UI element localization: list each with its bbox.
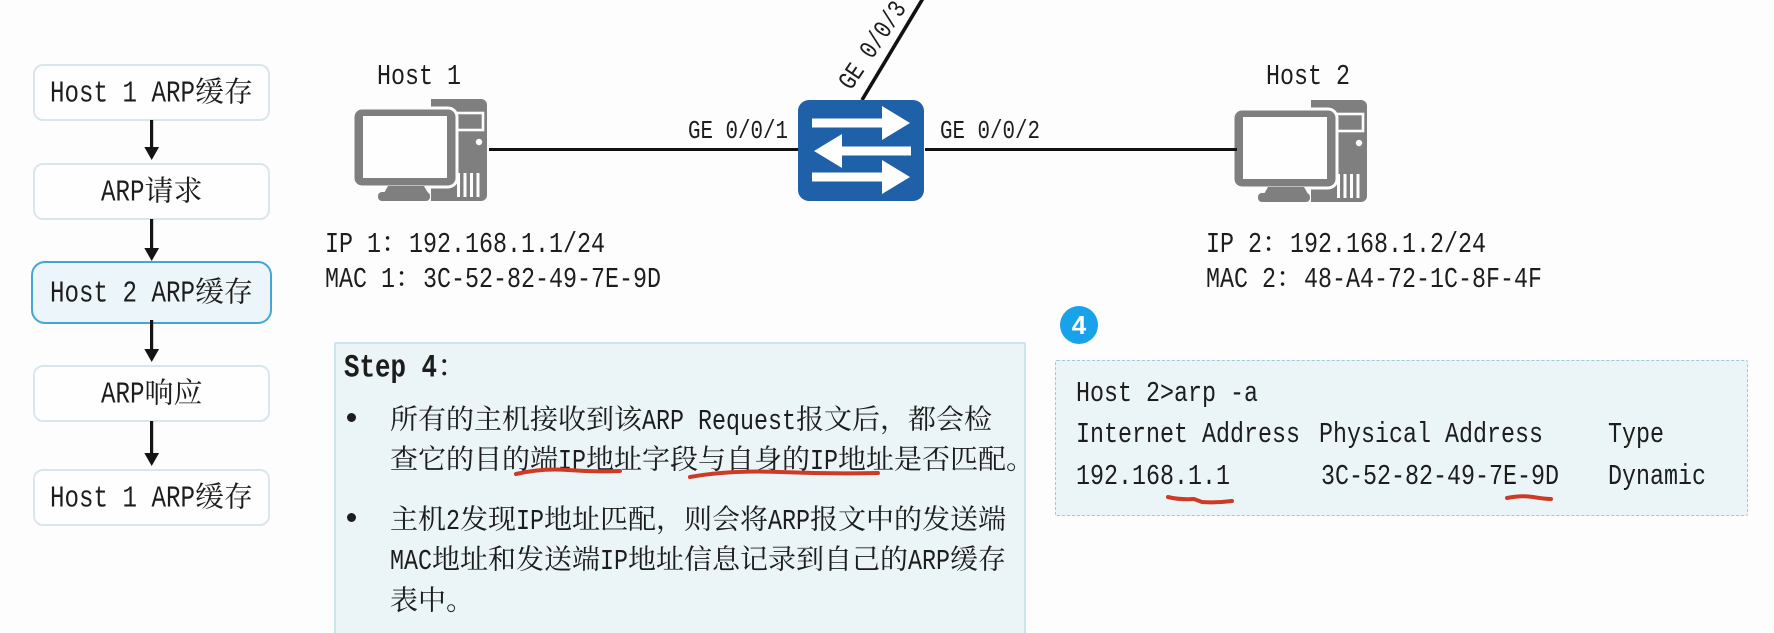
svg-text:Internet Address: Internet Address: [1076, 418, 1300, 451]
svg-text:2: 2: [446, 505, 460, 538]
svg-text:ARP: ARP: [101, 379, 145, 413]
svg-text:Host 1: Host 1: [377, 60, 461, 93]
svg-text:Host 2 ARP: Host 2 ARP: [50, 278, 195, 312]
svg-text:IP 2: IP 2: [1206, 228, 1262, 261]
svg-text:ARP: ARP: [768, 505, 810, 538]
svg-text:ARP: ARP: [101, 177, 145, 211]
svg-text:3C-52-82-49-7E-9D: 3C-52-82-49-7E-9D: [1321, 460, 1559, 493]
svg-text:ARP: ARP: [908, 545, 950, 578]
svg-text:Physical Address: Physical Address: [1319, 418, 1543, 451]
svg-text:192.168.1.1/24: 192.168.1.1/24: [409, 228, 605, 261]
svg-text:Host 2>arp -a: Host 2>arp -a: [1076, 377, 1258, 410]
svg-text:Step 4: Step 4: [344, 349, 437, 386]
svg-text:GE 0/0/2: GE 0/0/2: [940, 116, 1040, 146]
svg-text:3C-52-82-49-7E-9D: 3C-52-82-49-7E-9D: [423, 263, 661, 296]
svg-text:MAC 1: MAC 1: [325, 263, 395, 296]
svg-text:MAC: MAC: [390, 545, 432, 578]
svg-text:48-A4-72-1C-8F-4F: 48-A4-72-1C-8F-4F: [1304, 263, 1542, 296]
svg-text:ARP Request: ARP Request: [642, 405, 796, 438]
svg-text:Type: Type: [1608, 418, 1664, 451]
svg-text:IP: IP: [600, 545, 628, 578]
svg-text:192.168.1.1: 192.168.1.1: [1076, 460, 1230, 493]
svg-text:Dynamic: Dynamic: [1608, 460, 1706, 493]
svg-text:IP: IP: [516, 505, 544, 538]
svg-text:Host 2: Host 2: [1266, 60, 1350, 93]
svg-text:GE 0/0/1: GE 0/0/1: [688, 116, 788, 146]
svg-text:Host 1 ARP: Host 1 ARP: [50, 78, 195, 112]
svg-text:192.168.1.2/24: 192.168.1.2/24: [1290, 228, 1486, 261]
svg-text:Host 1 ARP: Host 1 ARP: [50, 483, 195, 517]
svg-text:MAC 2: MAC 2: [1206, 263, 1276, 296]
svg-text:IP 1: IP 1: [325, 228, 381, 261]
